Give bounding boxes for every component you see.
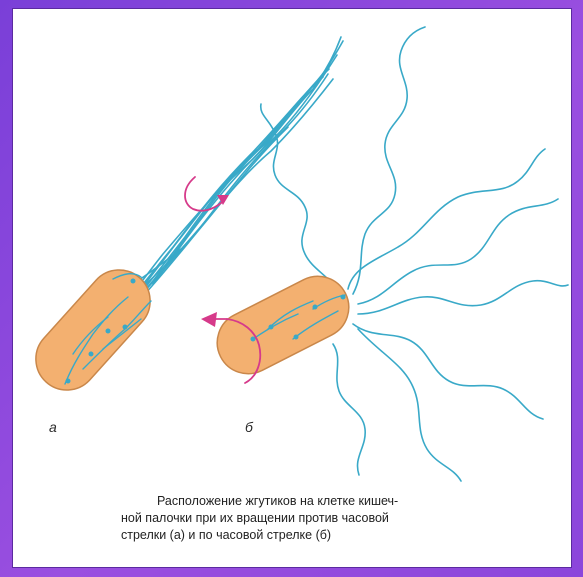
diagram-frame: а б Расположение жгутиков на клетке кише…	[12, 8, 572, 568]
bacteria-diagram	[13, 9, 573, 569]
figure-caption: Расположение жгутиков на клетке кишеч- н…	[121, 493, 541, 544]
label-b: б	[245, 419, 253, 435]
label-a: а	[49, 419, 57, 435]
caption-line-2: ной палочки при их вращении против часов…	[121, 510, 541, 527]
caption-line-1: Расположение жгутиков на клетке кишеч-	[121, 493, 541, 510]
bacterium-cell-a	[23, 257, 163, 403]
bacterium-cell-b	[207, 266, 360, 385]
caption-line-3: стрелки (а) и по часовой стрелке (б)	[121, 527, 541, 544]
